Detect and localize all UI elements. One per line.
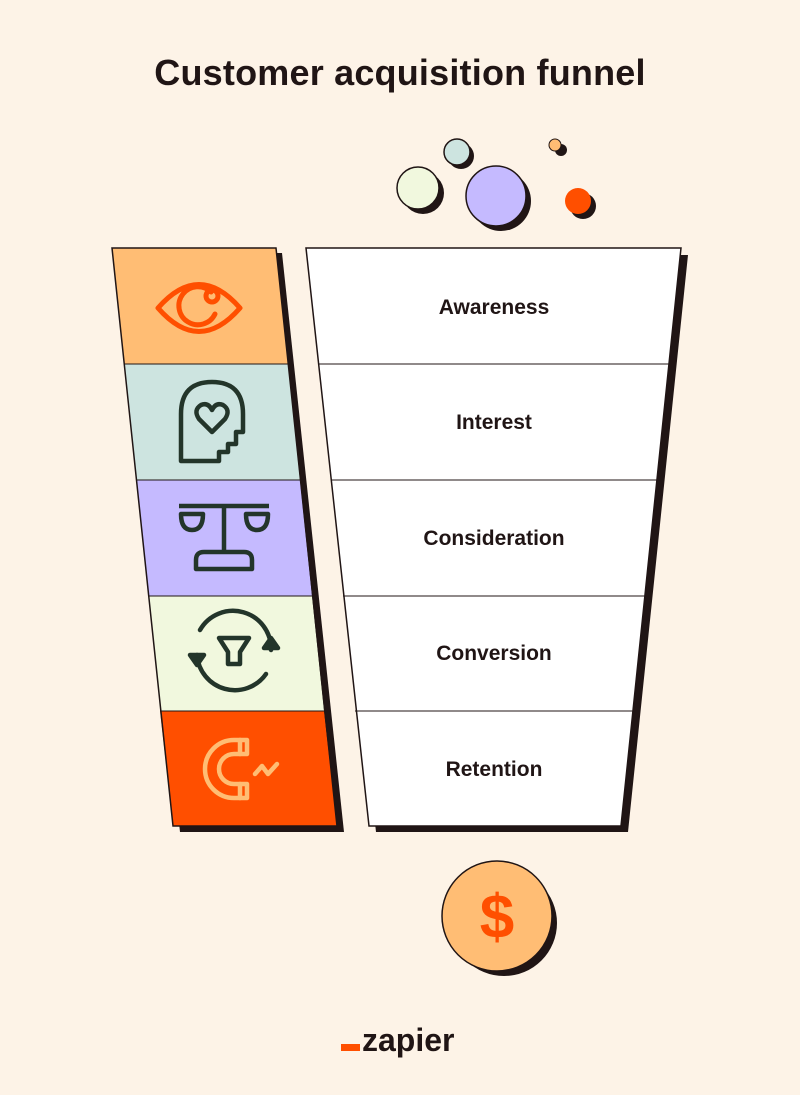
dollar-symbol: $ xyxy=(480,883,514,952)
stage-label-interest: Interest xyxy=(456,411,532,434)
funnel-cycle-icon xyxy=(187,608,281,693)
magnet-icon xyxy=(202,737,280,801)
stage-label-awareness: Awareness xyxy=(439,296,550,319)
stage-label-consideration: Consideration xyxy=(423,527,564,550)
icon-strip xyxy=(111,247,344,832)
stage-5-bg xyxy=(160,711,337,826)
heart-head-icon xyxy=(178,379,246,464)
dollar-coin-icon: $ xyxy=(441,860,557,976)
bubbles-decoration xyxy=(396,138,596,231)
eye-icon xyxy=(155,282,243,334)
page-title: Customer acquisition funnel xyxy=(154,52,646,93)
zapier-logo: zapier xyxy=(341,1022,454,1058)
zapier-wordmark: zapier xyxy=(362,1022,454,1058)
stage-1-bg xyxy=(112,248,288,364)
stage-2-bg xyxy=(124,364,300,480)
stage-label-conversion: Conversion xyxy=(436,642,552,665)
stage-4-bg xyxy=(148,596,324,711)
stage-label-retention: Retention xyxy=(446,758,543,781)
scales-icon xyxy=(178,503,271,572)
funnel: Awareness Interest Consideration Convers… xyxy=(305,247,688,832)
